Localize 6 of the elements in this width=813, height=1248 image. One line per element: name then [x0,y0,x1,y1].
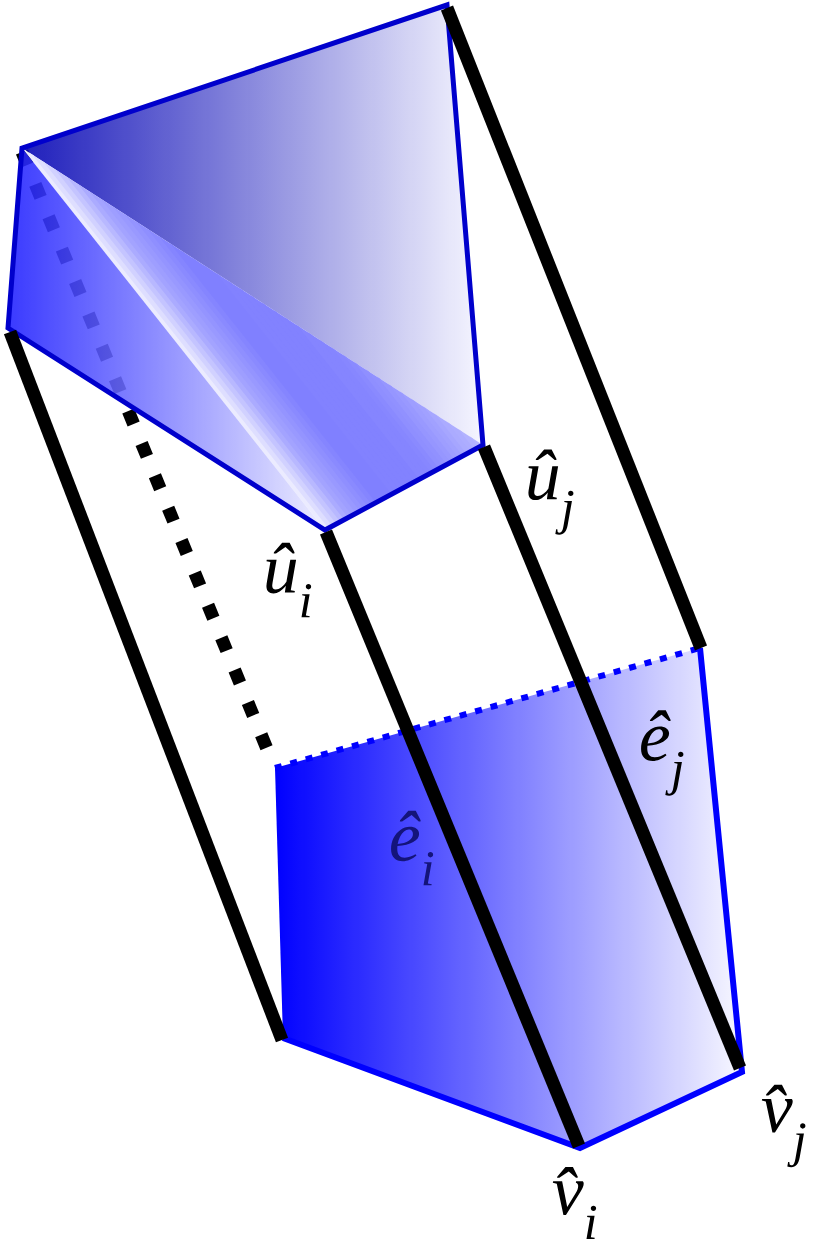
vertex-label: û$_{j}$ [528,449,574,535]
vertex-label: v̂$_{j}$ [761,1084,806,1168]
vertex-label: û$_{i}$ [266,542,312,618]
symbol-label: ê$_{j}$ [641,710,684,796]
symbol-label: ê$_{i}$ [391,810,434,886]
vertex-label: v̂$_{i}$ [552,1167,597,1239]
